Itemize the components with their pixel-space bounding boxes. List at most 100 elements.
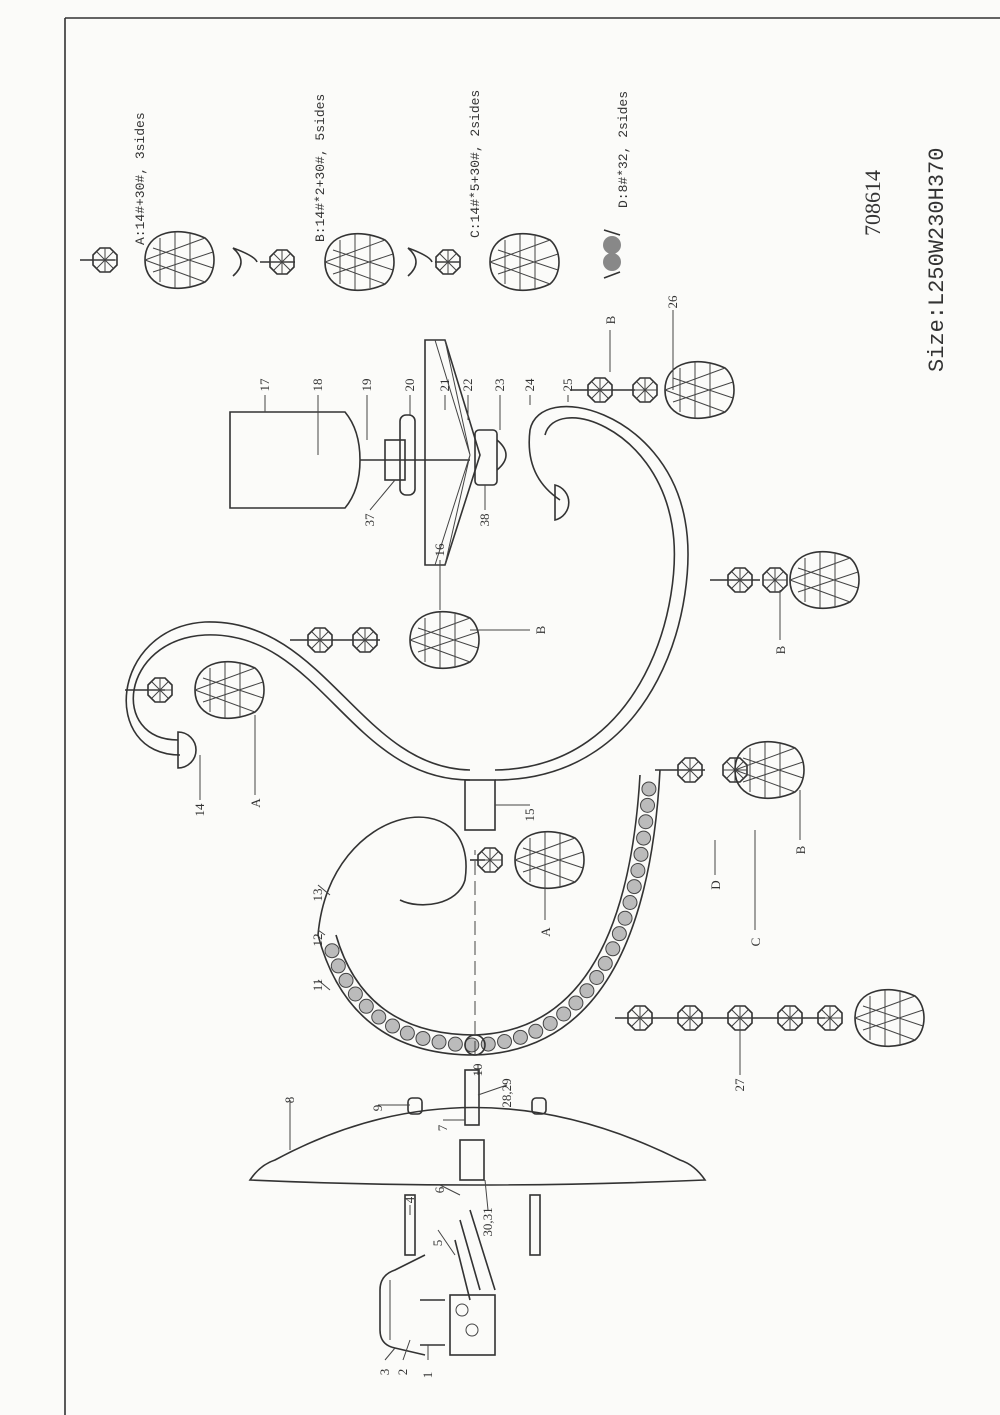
part-label-37: 37 [362,513,377,527]
part-label-25: 25 [560,379,575,392]
callout-c: C [748,938,763,947]
bead [347,986,363,1002]
bead [528,1023,544,1039]
canopy-nut-left [407,1097,423,1115]
part-label-7: 7 [435,1124,450,1131]
part-label-9: 9 [370,1105,385,1112]
part-label-6: 6 [432,1186,447,1193]
callout-b-right: B [773,645,788,654]
part-label-4: 4 [402,1196,417,1203]
bead [597,955,613,971]
bead [641,781,657,797]
octagon-bead-icon [352,627,378,653]
legend-spec-b: B:14#*2+30#, 5sides [313,94,328,242]
callout-b-top: B [603,315,618,324]
terminal-block [449,1294,496,1356]
legend-bead-d-icon [603,229,621,279]
part-label-13: 13 [310,889,325,902]
connector-nut [459,1139,485,1181]
bead [589,969,605,985]
part-label-22: 22 [460,379,475,392]
end-cap-top [554,483,570,522]
nut-38 [474,429,498,486]
bead [630,863,646,879]
bead [497,1034,513,1050]
part-label-24: 24 [522,378,537,392]
lower-arm-inner [335,774,641,1036]
bead [447,1036,463,1052]
octagon-bead-icon [677,757,703,783]
bead [358,998,374,1014]
octagon-bead-icon [762,567,788,593]
octagon-bead-icon [92,247,118,273]
octagon-bead-icon [147,677,173,703]
legend-spec-a: A:14#+30#, 3sides [133,112,148,245]
octagon-bead-icon [587,377,613,403]
part-label-12: 12 [310,934,325,947]
bead [512,1029,528,1045]
end-cap-14 [177,731,197,769]
mounting-bar-right [529,1194,541,1256]
crystal-drop-icon [854,988,925,1048]
bead [431,1034,447,1050]
bobeche-21 [424,339,481,566]
octagon-bead-icon [727,567,753,593]
bead [371,1009,387,1025]
bead [568,995,584,1011]
part-label-10: 10 [470,1064,485,1077]
octagon-bead-icon [632,377,658,403]
crystal-drop-icon [664,360,735,420]
leader-lines [199,310,801,1361]
crystal-drops [80,230,925,1048]
bow-bead-icon [407,247,433,277]
part-label-5: 5 [430,1240,445,1247]
crystal-drop-icon [324,232,395,292]
canopy-plate [248,1106,707,1186]
arm-connector [464,779,496,831]
legend-spec-d: D:8#*32, 2sides [616,91,631,208]
octagon-bead-icon [269,249,295,275]
part-label-16: 16 [432,543,447,557]
octagon-bead-icon [477,847,503,873]
crystal-drop-icon [789,550,860,610]
threaded-rod [464,1069,480,1126]
callout-a-upper: A [248,798,263,808]
octagon-bead-icon [627,1005,653,1031]
octagon-bead-icon [777,1005,803,1031]
canopy-nut-right [531,1097,547,1115]
callout-b-middle: B [533,625,548,634]
octagon-bead-icon [435,249,461,275]
wall-bracket [379,1254,426,1356]
bead [633,846,649,862]
s-arm-right [494,405,689,781]
lower-arm-outer [317,769,661,1056]
part-label-15: 15 [522,809,537,822]
bead [330,958,346,974]
part-label-38: 38 [477,514,492,527]
bead [638,814,654,830]
part-label-28-29: 28,29 [499,1078,514,1107]
callout-d: D [708,880,723,889]
crystal-drop-icon [144,230,215,290]
bead [385,1018,401,1034]
part-label-1: 1 [420,1372,435,1379]
part-label-20: 20 [402,379,417,392]
bead [622,894,638,910]
part-label-27: 27 [732,1078,747,1092]
crystal-drop-icon [514,830,585,890]
part-label-26: 26 [665,295,680,309]
bead [605,941,621,957]
crystal-drop-icon [194,660,265,720]
octagon-bead-icon [677,1005,703,1031]
part-label-19: 19 [359,379,374,392]
bead [399,1025,415,1041]
bead [415,1030,431,1046]
part-label-8: 8 [282,1097,297,1104]
s-arm-left [132,634,471,781]
crystal-drop-icon [409,610,480,670]
part-label-3: 3 [377,1369,392,1376]
callout-b-lower: B [793,845,808,854]
bead [617,910,633,926]
model-number: 708614 [860,170,885,236]
